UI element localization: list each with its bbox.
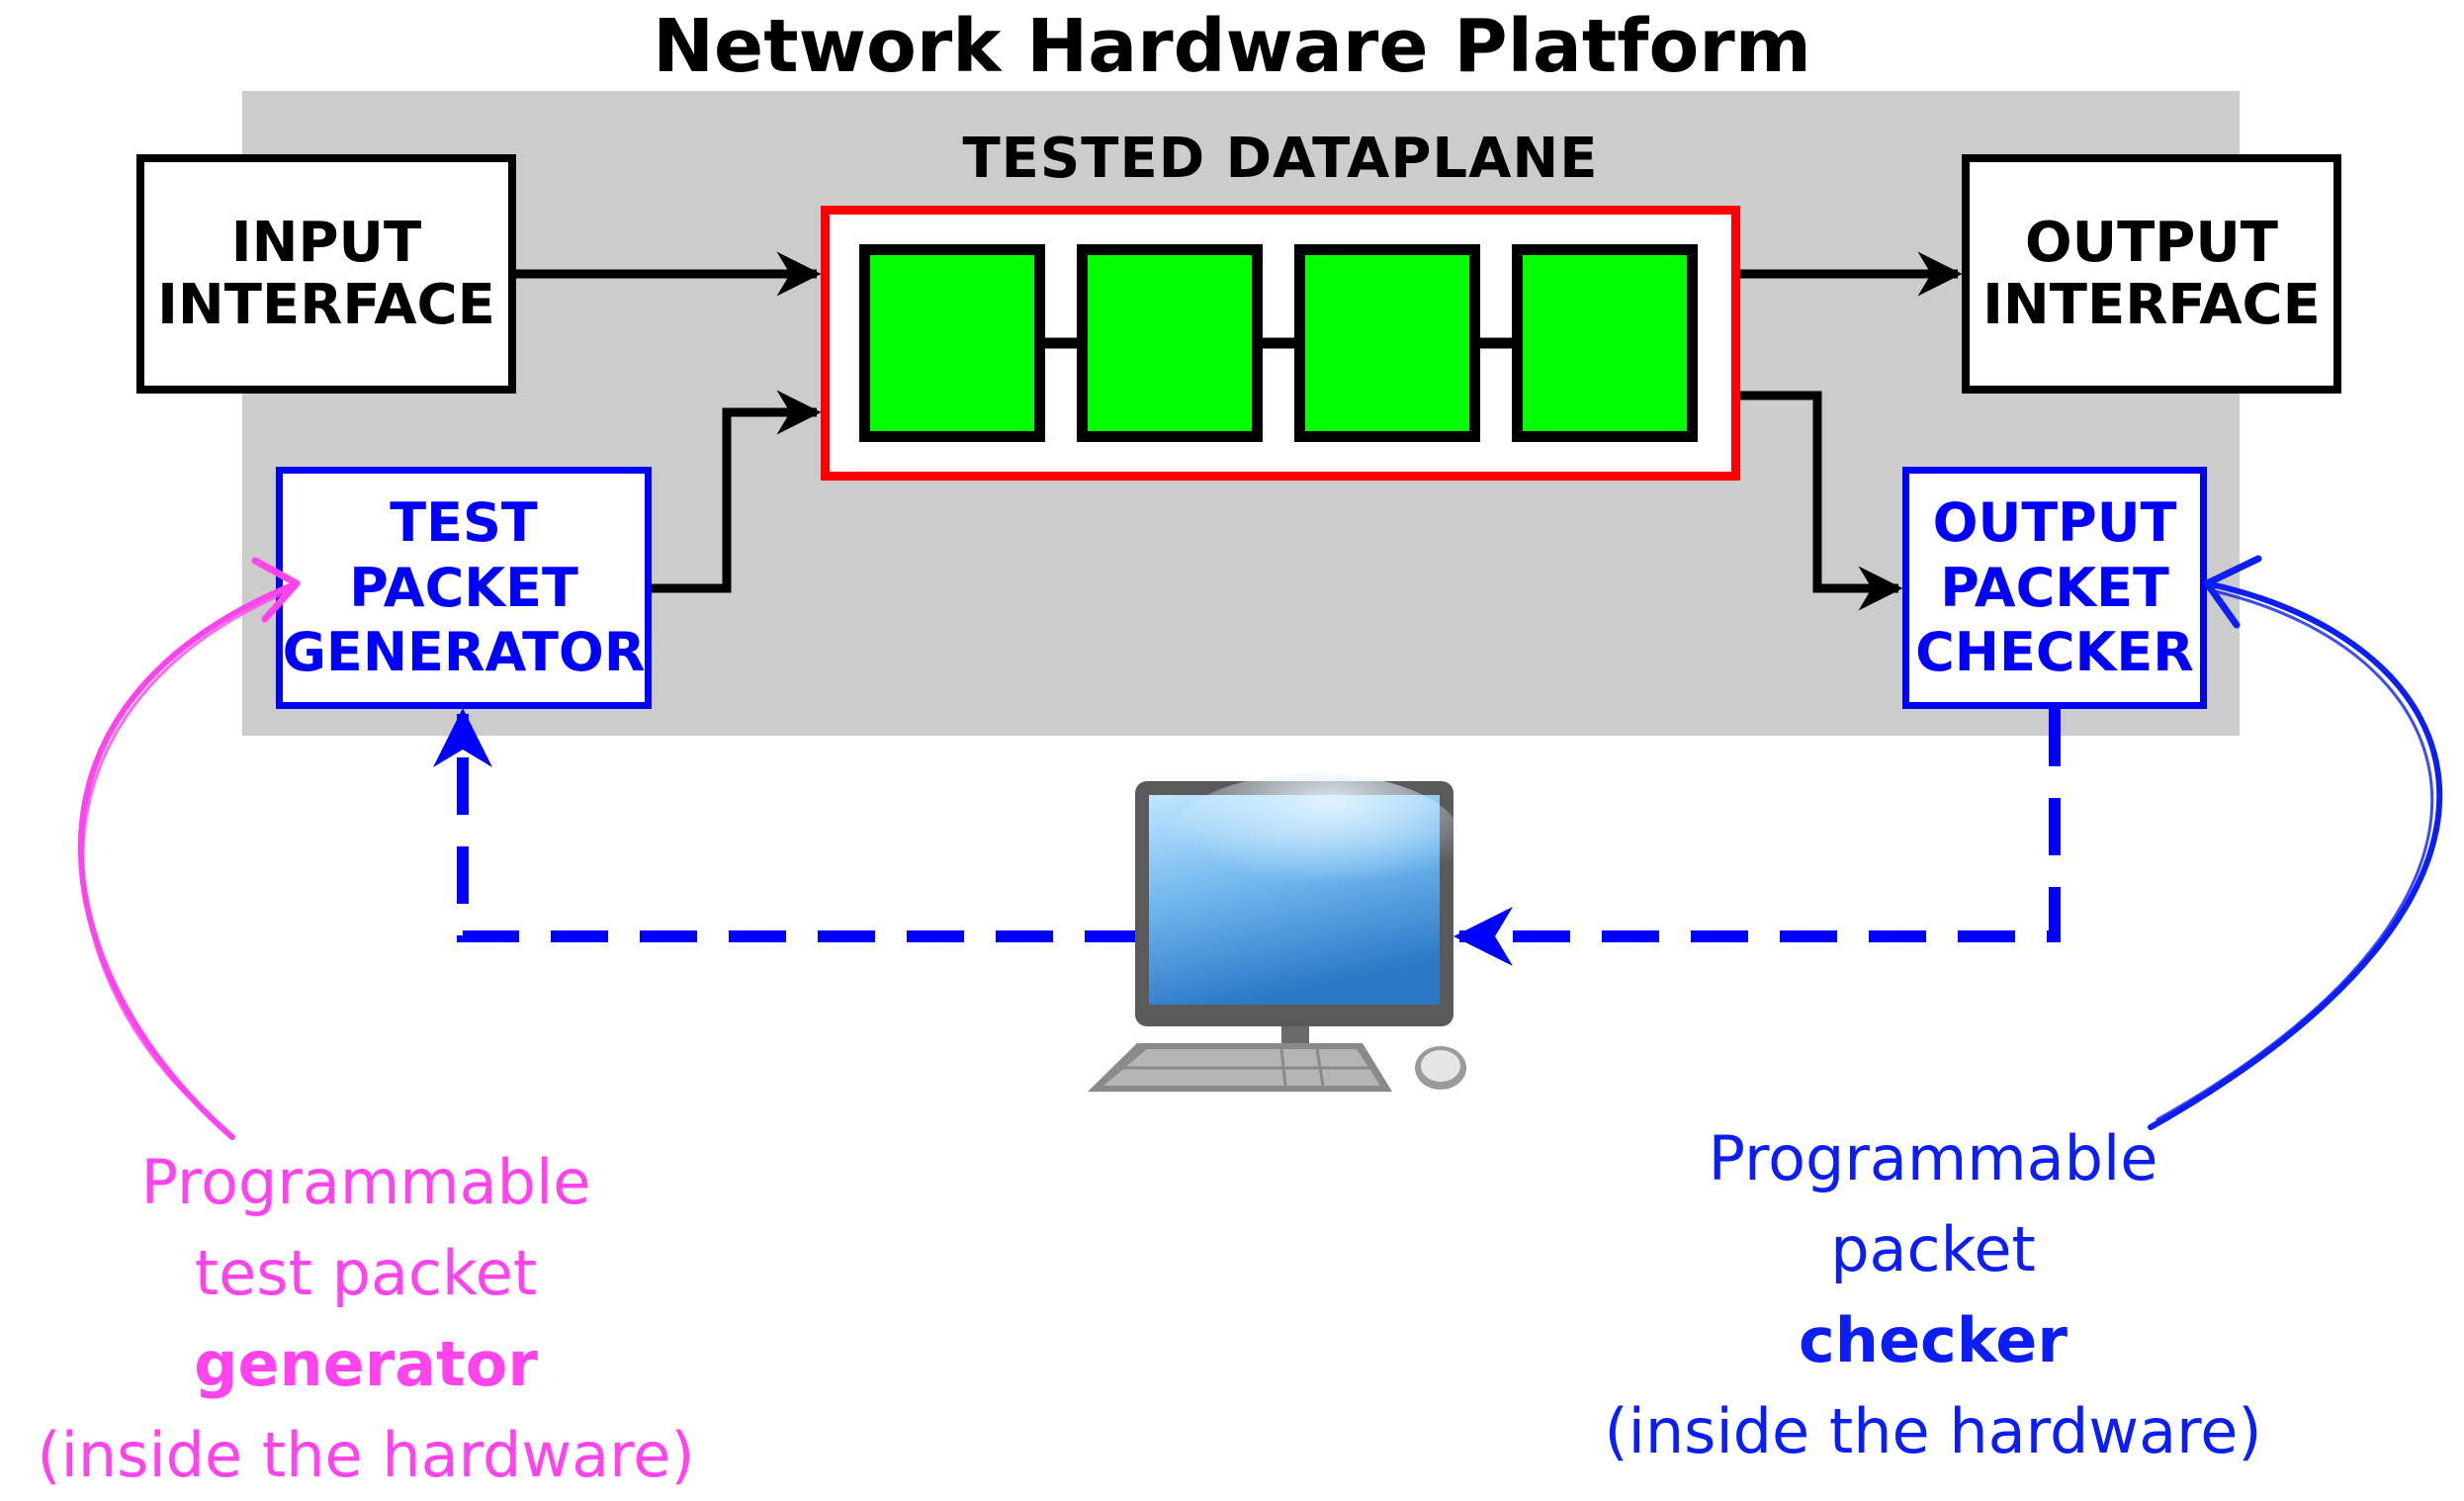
checker-caption: Programmable packet checker (inside the … [1582, 1113, 2284, 1477]
pipeline-stage-2 [1077, 244, 1263, 442]
desktop-computer-icon [1088, 773, 1466, 1092]
output-packet-checker-line1: OUTPUT [1932, 490, 2177, 554]
output-interface-line1: OUTPUT [2025, 210, 2278, 275]
generator-curved-arrow [77, 557, 301, 1140]
output-interface-box: OUTPUT INTERFACE [1962, 154, 2341, 394]
computer-to-generator-dashed-arrow [433, 708, 1142, 942]
output-packet-checker-line3: CHECKER [1915, 621, 2194, 684]
checker-caption-bold: checker [1799, 1304, 2068, 1376]
pipeline-stage-4 [1512, 244, 1698, 442]
test-packet-generator-line3: GENERATOR [282, 621, 646, 684]
generator-caption-line1: Programmable [140, 1146, 591, 1218]
tested-dataplane-box [821, 206, 1740, 481]
checker-caption-line4: (inside the hardware) [1604, 1395, 2262, 1467]
output-interface-line2: INTERFACE [1982, 273, 2321, 337]
checker-caption-line1: Programmable [1708, 1122, 2158, 1194]
dataplane-label: TESTED DATAPLANE [962, 127, 1599, 191]
output-packet-checker-box: OUTPUT PACKET CHECKER [1902, 467, 2207, 709]
generator-caption-line2: test packet [194, 1237, 538, 1309]
input-interface-line1: INPUT [230, 210, 422, 275]
diagram-title: Network Hardware Platform [653, 4, 1811, 89]
pipeline-stage-1 [859, 244, 1045, 442]
generator-caption-bold: generator [194, 1328, 538, 1400]
generator-caption-line4: (inside the hardware) [37, 1419, 695, 1491]
output-packet-checker-line2: PACKET [1940, 556, 2169, 619]
generator-caption: Programmable test packet generator (insi… [15, 1137, 717, 1501]
test-packet-generator-line2: PACKET [349, 556, 578, 619]
checker-to-computer-dashed-arrow [1453, 709, 2061, 966]
generator-to-dataplane-arrow [652, 390, 822, 593]
dataplane-to-checker-arrow [1740, 391, 1903, 611]
pipeline-stage-3 [1294, 244, 1480, 442]
test-packet-generator-box: TEST PACKET GENERATOR [276, 467, 652, 709]
input-interface-box: INPUT INTERFACE [136, 154, 516, 394]
test-packet-generator-line1: TEST [390, 490, 538, 554]
input-interface-line2: INTERFACE [157, 273, 495, 337]
checker-curved-arrow [2148, 555, 2443, 1130]
checker-caption-line2: packet [1830, 1213, 2036, 1285]
